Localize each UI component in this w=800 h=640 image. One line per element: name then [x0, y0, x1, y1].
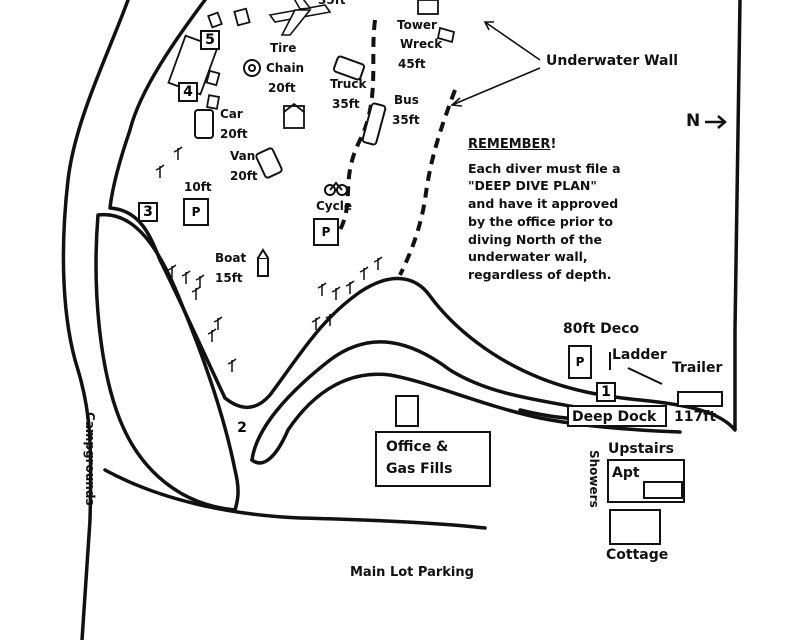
entry-point-1: 1 — [596, 382, 616, 402]
notice-line-7: regardless of depth. — [468, 267, 612, 283]
entry-point-3: 3 — [138, 202, 158, 222]
airplane-icon — [268, 0, 332, 36]
bus-label: Bus — [394, 93, 419, 107]
deep-dive-notice: REMEMBER! Each diver must file a "DEEP D… — [468, 138, 621, 284]
platform-cycle: P — [313, 218, 339, 246]
boat-label: Boat — [215, 251, 247, 265]
notice-heading: REMEMBER! — [468, 137, 557, 152]
office-building — [375, 431, 491, 487]
deep-dock-box — [567, 405, 667, 427]
cycle-label: Cycle — [316, 199, 352, 213]
outer-shoreline — [61, 0, 130, 640]
trailer-label: Trailer — [672, 360, 723, 376]
tree-icons — [155, 146, 383, 372]
apt-label: Apt — [612, 465, 640, 481]
campgrounds-label: Campgrounds — [83, 412, 97, 506]
truck-icon — [332, 55, 366, 81]
notice-line-5: diving North of the — [468, 231, 603, 247]
lake-south-shore — [223, 0, 742, 432]
cottage-label: Cottage — [606, 547, 669, 563]
inner-road — [250, 340, 582, 462]
apt-inner — [643, 481, 683, 499]
car-icon — [194, 109, 214, 139]
showers-label: Showers — [587, 450, 601, 508]
van-depth: 20ft — [230, 169, 258, 183]
office-label-2: Gas Fills — [386, 461, 453, 477]
van-icon — [255, 147, 283, 179]
notice-line-3: and have it approved — [468, 196, 619, 212]
boat-depth: 15ft — [215, 271, 243, 285]
ladder-rope — [627, 367, 663, 385]
tower-label: Tower — [397, 18, 437, 32]
notice-line-6: underwater wall, — [468, 249, 588, 265]
deco-label: 80ft Deco — [563, 321, 640, 337]
car-label: Car — [220, 107, 243, 121]
entry-point-4: 4 — [178, 82, 198, 102]
bus-depth: 35ft — [392, 113, 420, 127]
entry-point-2: 2 — [234, 420, 250, 436]
office-annex — [395, 395, 419, 427]
car-depth: 20ft — [220, 127, 248, 141]
plane-depth-label: 35ft — [318, 0, 346, 7]
tire-label: Tire — [270, 41, 297, 55]
platform-depth-label: 10ft — [184, 180, 212, 194]
notice-line-1: Each diver must file a — [468, 160, 621, 176]
upstairs-label: Upstairs — [608, 441, 674, 457]
north-label: N — [686, 111, 701, 131]
tower-wreck-icon — [417, 0, 456, 44]
notice-line-4: by the office prior to — [468, 213, 613, 229]
deep-dock-label: Deep Dock — [572, 409, 657, 425]
truck-depth: 35ft — [332, 97, 360, 111]
truck-label: Truck — [330, 77, 367, 91]
peninsula — [94, 212, 240, 512]
chain-label: Chain — [266, 61, 305, 75]
platform-80ft: P — [568, 345, 592, 379]
office-label-1: Office & — [386, 439, 449, 455]
cottage-building — [609, 509, 661, 545]
tire-chain-depth: 20ft — [268, 81, 296, 95]
deep-depth-label: 117ft — [674, 409, 717, 425]
entry-point-5: 5 — [200, 30, 220, 50]
underwater-wall — [338, 19, 457, 276]
van-label: Van — [230, 149, 256, 163]
platform-10ft: P — [183, 198, 209, 226]
trailer-icon — [677, 391, 723, 407]
boat-icon — [257, 248, 269, 277]
tire-chain-icon — [243, 59, 261, 77]
west-shore-structures — [167, 7, 305, 129]
notice-line-2: "DEEP DIVE PLAN" — [468, 178, 597, 194]
cycle-icon — [324, 181, 348, 196]
underwater-wall-label: Underwater Wall — [546, 53, 679, 69]
tower-wreck-depth: 45ft — [398, 57, 426, 71]
wreck-label: Wreck — [400, 37, 443, 51]
ladder-label: Ladder — [612, 347, 667, 363]
campground-road — [103, 468, 487, 530]
bus-icon — [361, 102, 387, 146]
main-lot-label: Main Lot Parking — [350, 565, 474, 580]
